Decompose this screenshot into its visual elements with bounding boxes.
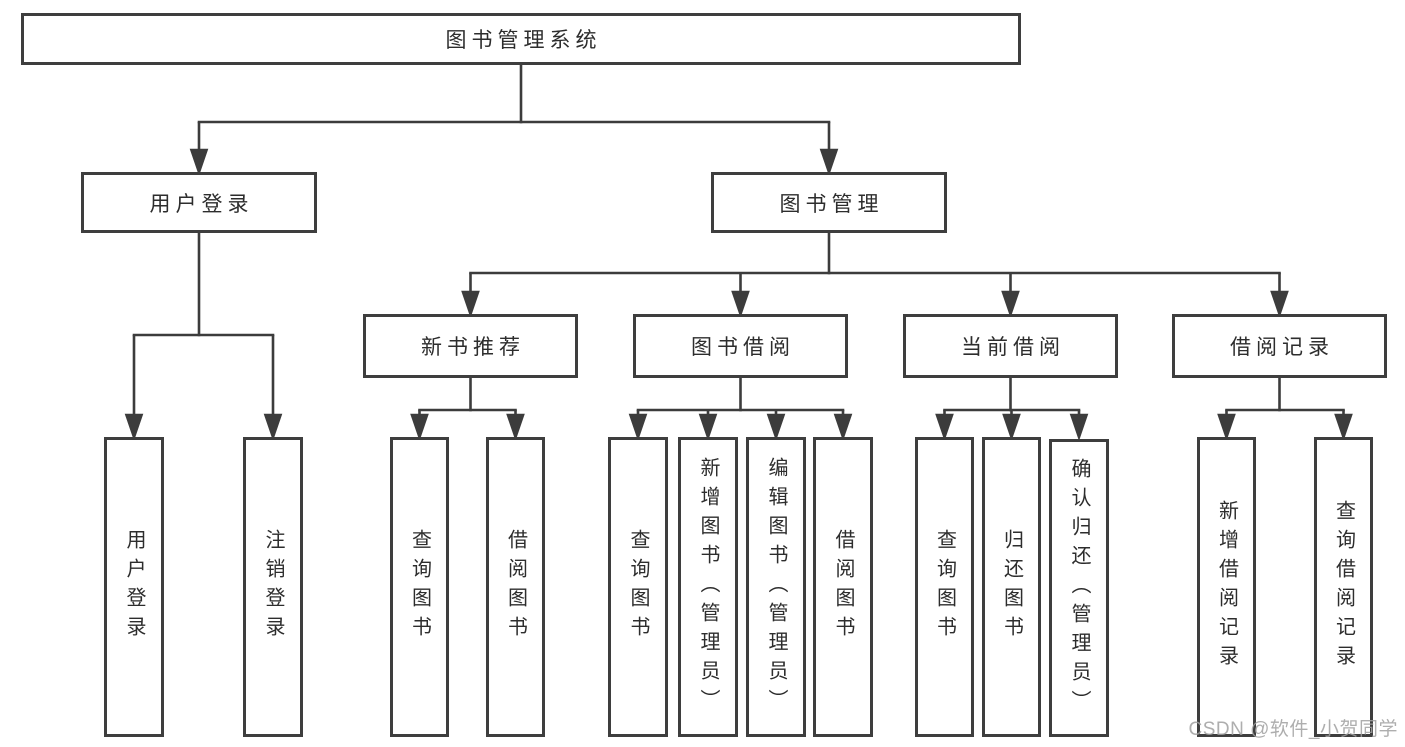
node-current-borrowing: 当前借阅 — [903, 314, 1118, 378]
node-new-book-recommend-label: 新书推荐 — [421, 336, 525, 359]
leaf-user-login: 用户登录 — [104, 437, 164, 737]
node-root: 图书管理系统 — [21, 13, 1021, 65]
node-user-login: 用户登录 — [81, 172, 317, 233]
node-book-management: 图书管理 — [711, 172, 947, 233]
leaf-bb-add-book-admin: 新增图书（管理员） — [678, 437, 738, 737]
leaf-bb-edit-book-admin-label: 编辑图书（管理员） — [765, 456, 787, 718]
watermark: CSDN @软件_小贺同学 — [1188, 719, 1398, 740]
leaf-cb-confirm-return-admin: 确认归还（管理员） — [1049, 439, 1109, 737]
leaf-nbr-query-book: 查询图书 — [390, 437, 449, 737]
leaf-cb-confirm-return-admin-label: 确认归还（管理员） — [1068, 457, 1090, 719]
node-borrowing-records: 借阅记录 — [1172, 314, 1387, 378]
node-book-borrowing-label: 图书借阅 — [691, 336, 795, 359]
leaf-cb-return-book-label: 归还图书 — [1000, 529, 1023, 645]
node-book-management-label: 图书管理 — [779, 192, 884, 216]
leaf-bb-query-book-label: 查询图书 — [627, 529, 649, 645]
leaf-br-query-record: 查询借阅记录 — [1314, 437, 1373, 737]
leaf-bb-borrow-book: 借阅图书 — [813, 437, 873, 737]
node-user-login-label: 用户登录 — [149, 192, 254, 216]
leaf-nbr-borrow-book-label: 借阅图书 — [504, 529, 527, 645]
leaf-nbr-query-book-label: 查询图书 — [408, 529, 431, 645]
leaf-bb-query-book: 查询图书 — [608, 437, 668, 737]
leaf-br-add-record: 新增借阅记录 — [1197, 437, 1256, 737]
leaf-logout-label: 注销登录 — [262, 529, 284, 645]
node-new-book-recommend: 新书推荐 — [363, 314, 578, 378]
leaf-cb-query-book-label: 查询图书 — [933, 529, 956, 645]
leaf-logout: 注销登录 — [243, 437, 303, 737]
leaf-bb-add-book-admin-label: 新增图书（管理员） — [697, 456, 719, 718]
node-borrowing-records-label: 借阅记录 — [1230, 336, 1334, 359]
leaf-bb-borrow-book-label: 借阅图书 — [832, 529, 854, 645]
leaf-cb-query-book: 查询图书 — [915, 437, 974, 737]
leaf-nbr-borrow-book: 借阅图书 — [486, 437, 545, 737]
leaf-br-add-record-label: 新增借阅记录 — [1215, 500, 1238, 674]
node-book-borrowing: 图书借阅 — [633, 314, 848, 378]
leaf-bb-edit-book-admin: 编辑图书（管理员） — [746, 437, 806, 737]
node-root-label: 图书管理系统 — [445, 29, 602, 52]
leaf-cb-return-book: 归还图书 — [982, 437, 1041, 737]
leaf-br-query-record-label: 查询借阅记录 — [1332, 500, 1355, 674]
leaf-user-login-label: 用户登录 — [123, 529, 145, 645]
node-current-borrowing-label: 当前借阅 — [961, 336, 1065, 359]
